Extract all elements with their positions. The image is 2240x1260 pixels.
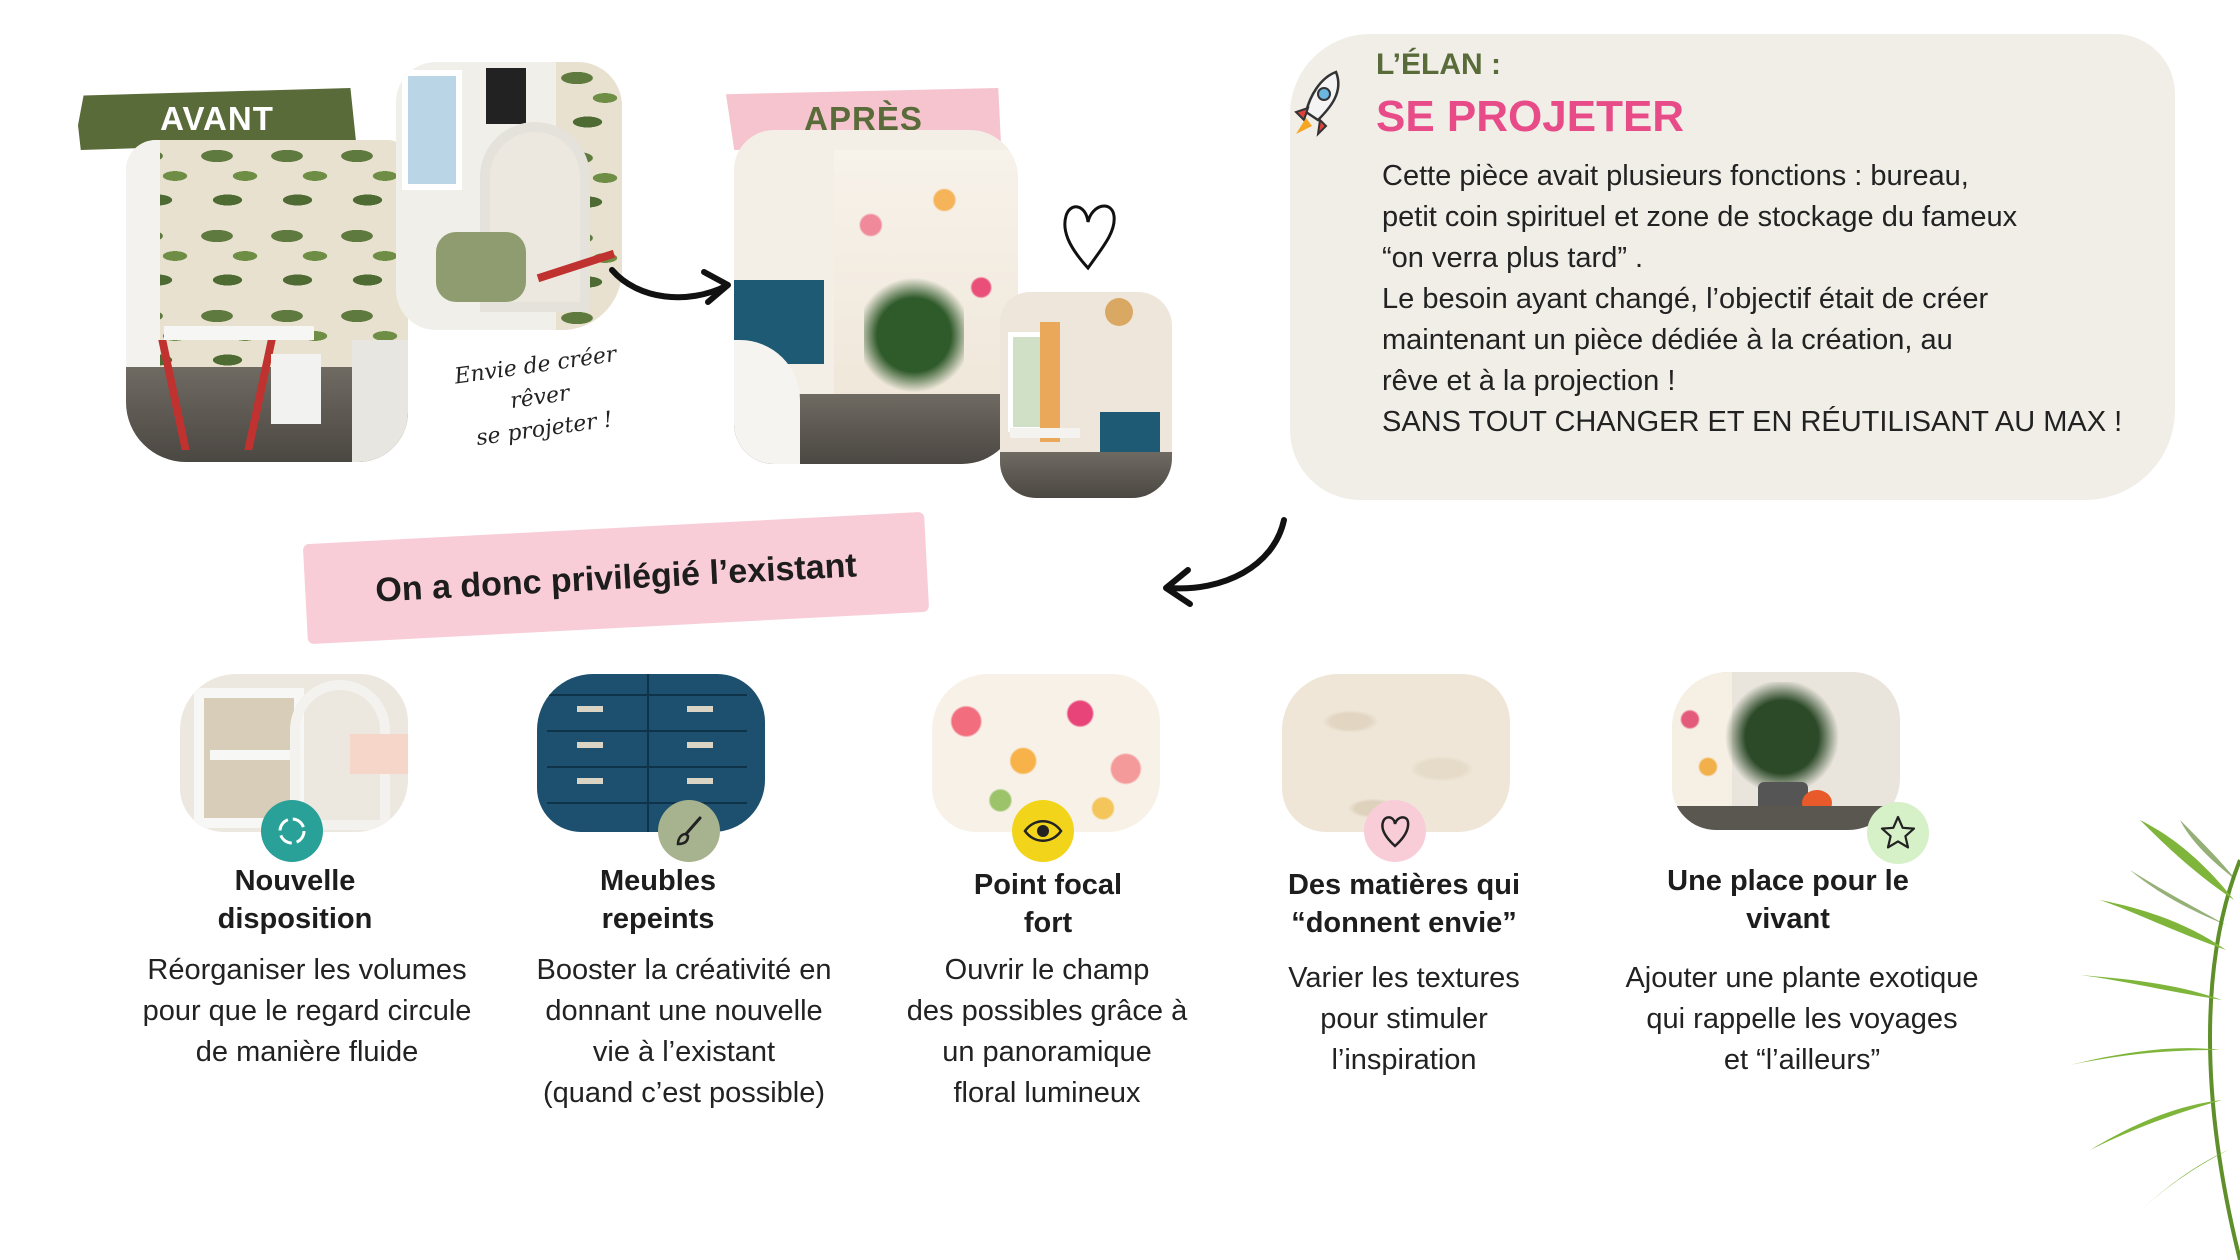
before-photo-secondary xyxy=(396,62,622,330)
card-text-line: Réorganiser les volumes xyxy=(147,954,467,986)
card-text-line: un panoramique xyxy=(942,1036,1152,1068)
avant-tag: AVANT xyxy=(78,88,356,150)
panel-body-line: maintenant un pièce dédiée à la création… xyxy=(1382,324,1953,356)
card-text-line: Ouvrir le champ xyxy=(944,954,1150,986)
avant-tag-label: AVANT xyxy=(160,100,274,137)
heart-icon xyxy=(1364,800,1426,862)
card-image-meubles xyxy=(537,674,765,832)
card-title-line: Nouvelle xyxy=(234,865,356,897)
card-title-line: “donnent envie” xyxy=(1291,907,1517,939)
card-text-line: de manière fluide xyxy=(195,1036,419,1068)
card-image-plant xyxy=(1672,672,1900,830)
panel-body-line: Cette pièce avait plusieurs fonctions : … xyxy=(1382,160,1969,192)
card-title: Des matières qui “donnent envie” xyxy=(1254,866,1554,942)
panel-body-line: SANS TOUT CHANGER ET EN RÉUTILISANT AU M… xyxy=(1382,406,2123,438)
elan-panel xyxy=(1290,34,2175,500)
card-text-line: Booster la créativité en xyxy=(536,954,832,986)
card-text-line: Ajouter une plante exotique xyxy=(1625,962,1979,994)
panel-body-line: “on verra plus tard” . xyxy=(1382,242,1644,274)
card-text: Booster la créativité en donnant une nou… xyxy=(489,950,879,1114)
card-text-line: donnant une nouvelle xyxy=(545,995,823,1027)
card-text: Ouvrir le champ des possibles grâce à un… xyxy=(852,950,1242,1114)
card-text-line: des possibles grâce à xyxy=(906,995,1188,1027)
existing-banner: On a donc privilégié l’existant xyxy=(302,511,930,645)
card-title: Meubles repeints xyxy=(508,862,808,938)
palm-leaf-icon xyxy=(2070,820,2240,1260)
curved-arrow-icon xyxy=(1163,517,1287,607)
after-photo-main xyxy=(734,130,1018,464)
card-title: Point focal fort xyxy=(898,866,1198,942)
card-text-line: vie à l’existant xyxy=(592,1036,776,1068)
eye-icon xyxy=(1012,800,1074,862)
refresh-icon xyxy=(261,800,323,862)
card-title-line: vivant xyxy=(1746,903,1830,935)
card-image-disposition xyxy=(180,674,408,832)
heart-doodle-icon xyxy=(1063,204,1116,271)
card-title-line: fort xyxy=(1023,907,1073,939)
rocket-icon xyxy=(1294,70,1340,137)
panel-body-line: Le besoin ayant changé, l’objectif était… xyxy=(1382,283,1989,315)
card-text-line: pour stimuler xyxy=(1320,1003,1488,1035)
before-photo-main xyxy=(126,140,408,462)
card-text: Ajouter une plante exotique qui rappelle… xyxy=(1607,958,1997,1081)
brush-icon xyxy=(658,800,720,862)
card-title: Une place pour le vivant xyxy=(1638,862,1938,938)
card-text-line: pour que le regard circule xyxy=(142,995,472,1027)
card-text-line: Varier les textures xyxy=(1288,962,1520,994)
card-text-line: l’inspiration xyxy=(1331,1044,1477,1076)
card-text-line: floral lumineux xyxy=(953,1077,1141,1109)
panel-body: Cette pièce avait plusieurs fonctions : … xyxy=(1382,156,2142,443)
panel-body-line: petit coin spirituel et zone de stockage… xyxy=(1382,201,2018,233)
banner-text: On a donc privilégié l’existant xyxy=(374,545,858,610)
card-title-line: disposition xyxy=(217,903,373,935)
card-text-line: (quand c’est possible) xyxy=(542,1077,826,1109)
card-title-line: Une place pour le xyxy=(1667,865,1909,897)
card-text: Réorganiser les volumes pour que le rega… xyxy=(112,950,502,1073)
card-text-line: qui rappelle les voyages xyxy=(1646,1003,1958,1035)
star-icon xyxy=(1867,802,1929,864)
panel-subtitle: L’ÉLAN : xyxy=(1376,48,1501,81)
handwritten-note: Envie de créer rêver se projeter ! xyxy=(434,337,645,460)
card-title-line: Point focal xyxy=(973,869,1123,901)
card-text: Varier les textures pour stimuler l’insp… xyxy=(1209,958,1599,1081)
arrow-right-icon xyxy=(609,267,731,305)
card-title-line: repeints xyxy=(601,903,715,935)
card-title: Nouvelle disposition xyxy=(145,862,445,938)
card-title-line: Des matières qui xyxy=(1287,869,1521,901)
panel-title: SE PROJETER xyxy=(1376,92,1685,141)
card-title-line: Meubles xyxy=(599,865,717,897)
after-photo-secondary xyxy=(1000,292,1172,498)
card-text-line: et “l’ailleurs” xyxy=(1723,1044,1881,1076)
panel-body-line: rêve et à la projection ! xyxy=(1382,365,1676,397)
